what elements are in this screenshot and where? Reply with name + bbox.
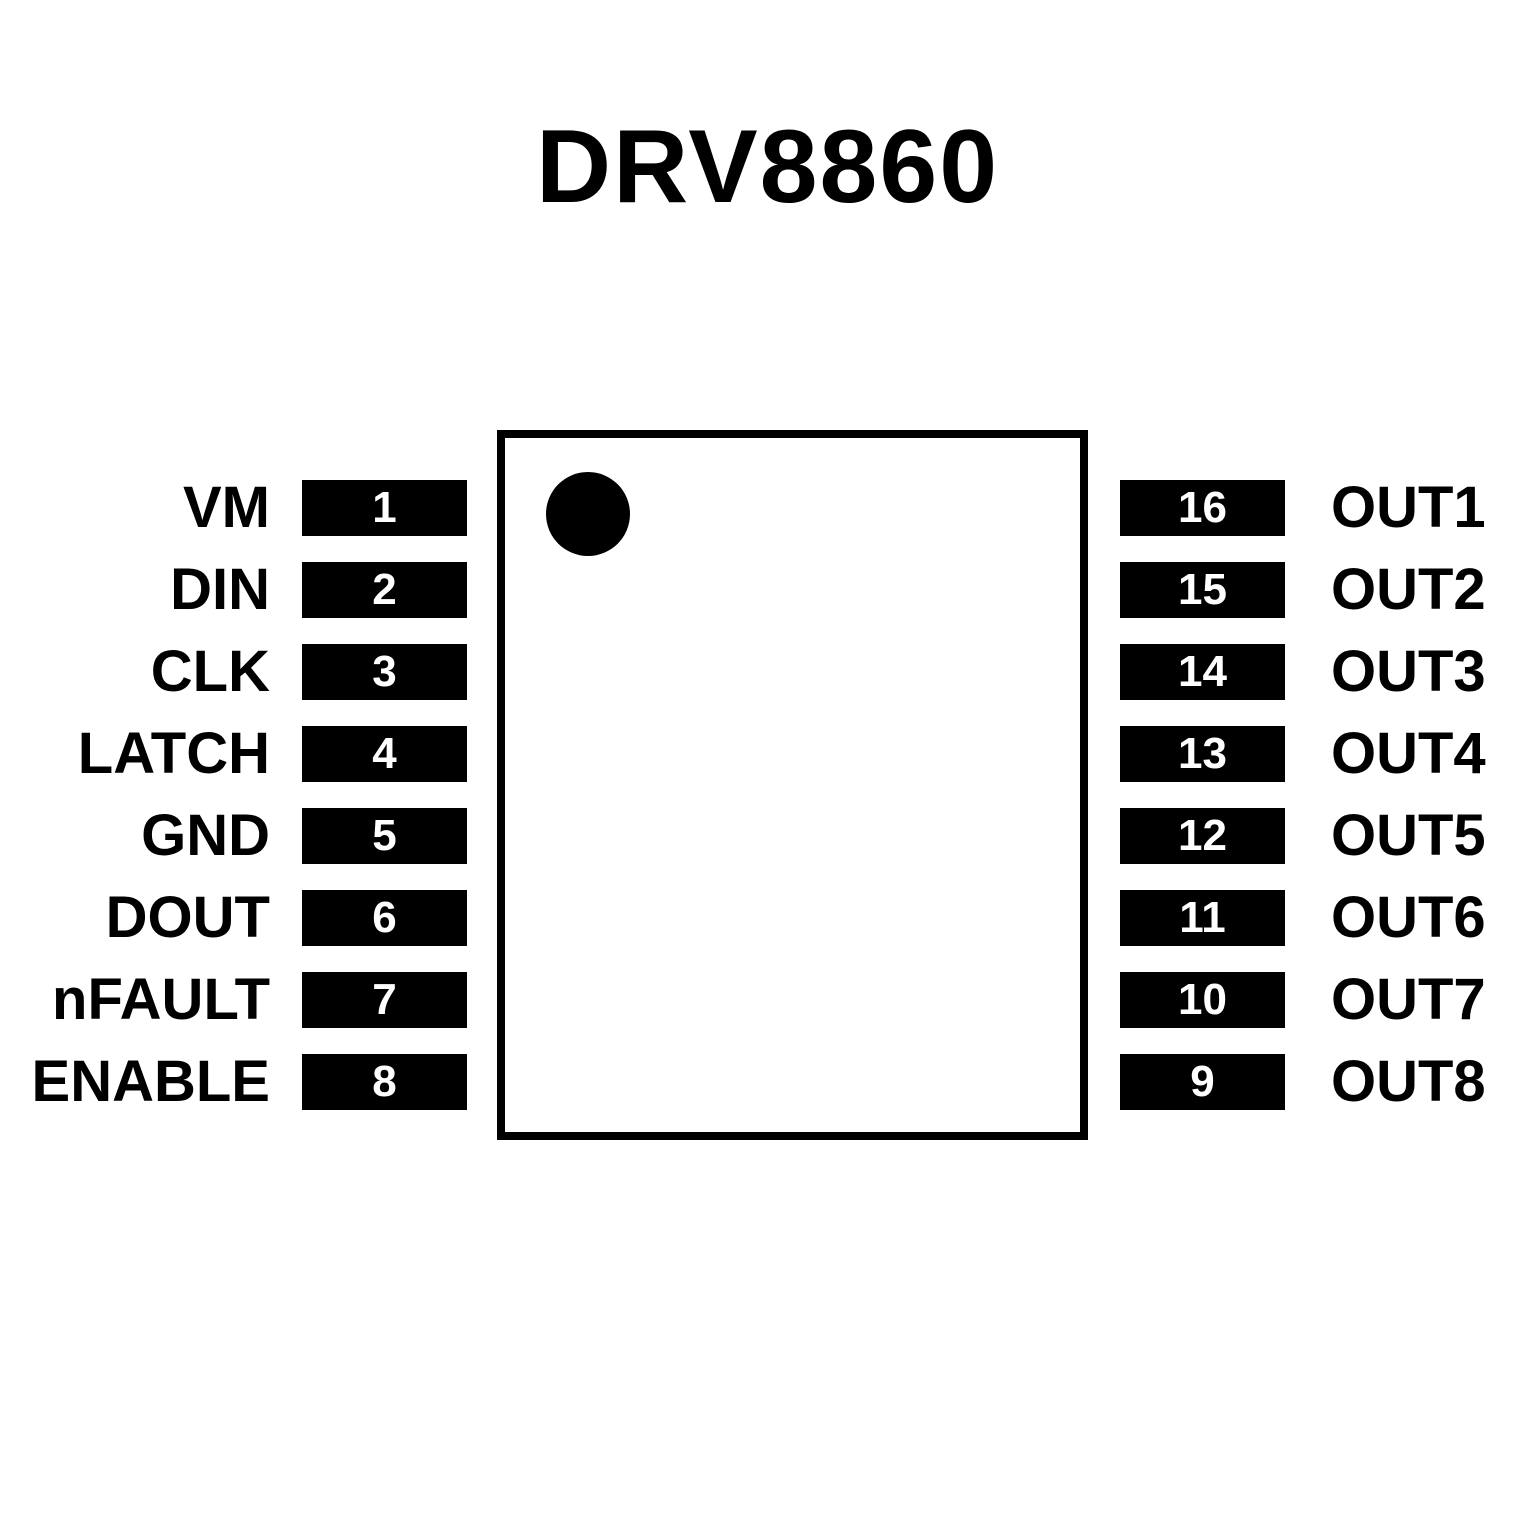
pin-box: 8: [302, 1054, 467, 1110]
pin-number: 15: [1178, 565, 1227, 614]
pin-label: OUT8: [1331, 1049, 1486, 1114]
pin-box: 13: [1120, 726, 1285, 782]
pin-label: OUT3: [1331, 639, 1486, 704]
pin-box: 9: [1120, 1054, 1285, 1110]
pin-box: 16: [1120, 480, 1285, 536]
pin-row-left-7: nFAULT 7: [0, 967, 467, 1032]
pin-number: 4: [372, 729, 397, 778]
pin-box: 12: [1120, 808, 1285, 864]
pin-row-left-2: DIN 2: [0, 557, 467, 622]
pin-box: 10: [1120, 972, 1285, 1028]
pin-box: 15: [1120, 562, 1285, 618]
pin-row-left-4: LATCH 4: [0, 721, 467, 786]
pin-box: 6: [302, 890, 467, 946]
pin-label: DIN: [170, 557, 270, 622]
pin-number: 5: [372, 811, 397, 860]
pin-box: 11: [1120, 890, 1285, 946]
pin-box: 14: [1120, 644, 1285, 700]
pin-number: 9: [1190, 1057, 1215, 1106]
chip-title: DRV8860: [535, 109, 1000, 225]
pin-row-right-13: 13 OUT4: [1120, 721, 1486, 786]
pin-number: 2: [372, 565, 397, 614]
pin-row-right-14: 14 OUT3: [1120, 639, 1486, 704]
pin-row-right-10: 10 OUT7: [1120, 967, 1486, 1032]
pin-number: 7: [372, 975, 397, 1024]
pin-label: OUT2: [1331, 557, 1486, 622]
pin-row-left-6: DOUT 6: [0, 885, 467, 950]
pin-label: VM: [183, 475, 270, 540]
pin-label: OUT6: [1331, 885, 1486, 950]
pin-row-right-12: 12 OUT5: [1120, 803, 1486, 868]
pin-number: 16: [1178, 483, 1227, 532]
pin-row-left-1: VM 1: [0, 475, 467, 540]
pin-row-right-16: 16 OUT1: [1120, 475, 1486, 540]
pin-label: DOUT: [105, 885, 270, 950]
pin-number: 3: [372, 647, 397, 696]
pin-number: 8: [372, 1057, 397, 1106]
pin-label: OUT4: [1331, 721, 1486, 786]
pin-label: LATCH: [77, 721, 270, 786]
pin-row-right-11: 11 OUT6: [1120, 885, 1486, 950]
pin-box: 2: [302, 562, 467, 618]
pin-box: 1: [302, 480, 467, 536]
pin1-indicator-dot: [546, 472, 630, 556]
pin-label: OUT1: [1331, 475, 1486, 540]
pin-box: 3: [302, 644, 467, 700]
pin-box: 4: [302, 726, 467, 782]
pin-row-left-8: ENABLE 8: [0, 1049, 467, 1114]
pin-row-right-9: 9 OUT8: [1120, 1049, 1486, 1114]
pin-number: 13: [1178, 729, 1227, 778]
pin-row-right-15: 15 OUT2: [1120, 557, 1486, 622]
pin-box: 7: [302, 972, 467, 1028]
pin-number: 14: [1178, 647, 1227, 696]
pin-label: OUT7: [1331, 967, 1486, 1032]
pin-box: 5: [302, 808, 467, 864]
pin-number: 1: [372, 483, 397, 532]
pin-row-left-3: CLK 3: [0, 639, 467, 704]
pin-label: CLK: [150, 639, 270, 704]
pin-row-left-5: GND 5: [0, 803, 467, 868]
pin-number: 6: [372, 893, 397, 942]
pin-number: 12: [1178, 811, 1227, 860]
pin-label: nFAULT: [52, 967, 270, 1032]
pin-label: ENABLE: [31, 1049, 270, 1114]
pin-label: GND: [141, 803, 270, 868]
pin-label: OUT5: [1331, 803, 1486, 868]
pin-number: 10: [1178, 975, 1227, 1024]
pin-number: 11: [1179, 893, 1226, 942]
